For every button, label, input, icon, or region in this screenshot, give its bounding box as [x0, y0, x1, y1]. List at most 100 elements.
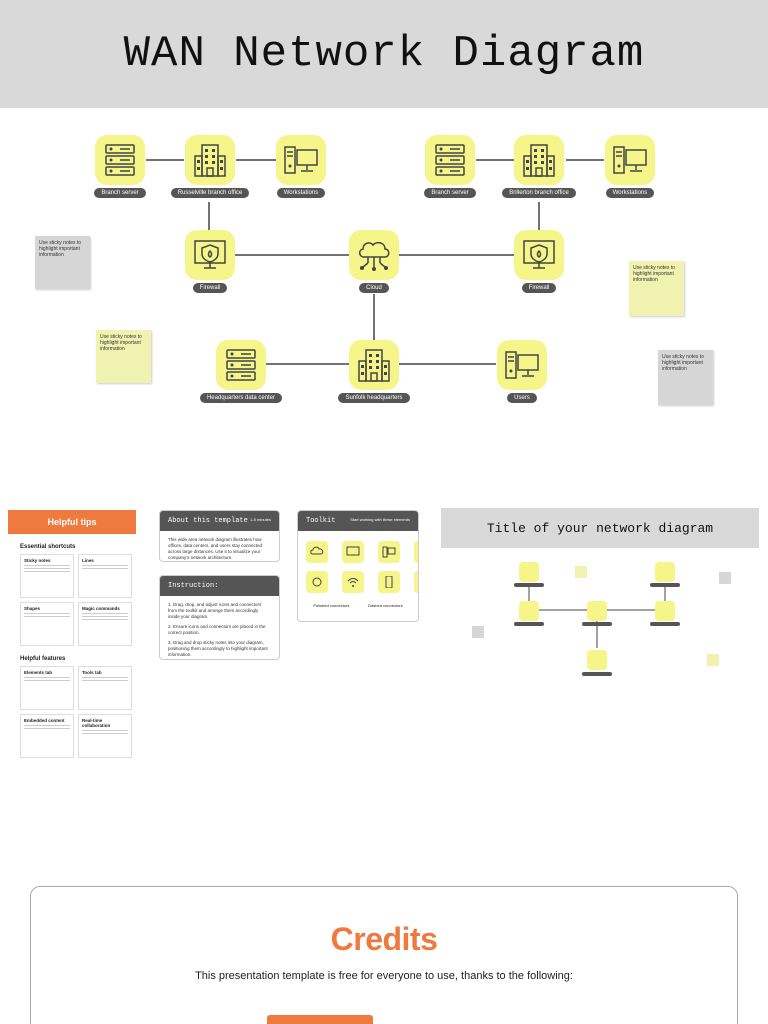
mini-node-label [514, 583, 544, 587]
node-label: Firewall [521, 283, 557, 293]
node-firewall-left[interactable]: Firewall [165, 230, 255, 293]
node-hq-data-center[interactable]: Headquarters data center [196, 340, 286, 403]
features-grid: Elements tab Tools tab Embedded content … [8, 666, 136, 758]
node-branch-server-right[interactable]: Branch server [405, 135, 495, 198]
node-firewall-right[interactable]: Firewall [494, 230, 584, 293]
mini-firewall-node [655, 601, 675, 621]
node-workstations-right[interactable]: Workstations [585, 135, 675, 198]
credits-title: Credits [330, 921, 438, 957]
features-heading: Helpful features [20, 656, 66, 662]
connector-label: Polished connectors [313, 603, 350, 608]
wifi-icon[interactable] [342, 571, 364, 593]
tip-card-title: Sticky notes [24, 558, 51, 563]
wan-diagram: Branch server Russelville branch office … [0, 108, 768, 488]
mini-firewall-node [519, 601, 539, 621]
mini-title: Title of your network diagram [441, 508, 759, 548]
toolkit-header: Toolkit Start working with these element… [298, 511, 418, 531]
toolkit-icons [298, 531, 418, 603]
credits-panel: Credits This presentation template is fr… [30, 886, 738, 1024]
node-label: Workstations [605, 188, 655, 198]
instruction-title: Instruction: [168, 582, 219, 590]
mini-node-label [514, 622, 544, 626]
node-label: Firewall [192, 283, 228, 293]
server-rack-icon [216, 340, 266, 390]
sticky-note[interactable]: Use sticky notes to highlight important … [96, 330, 151, 383]
workstation-icon [276, 135, 326, 185]
node-users[interactable]: Users [477, 340, 567, 403]
tip-card: Magic commands [78, 602, 132, 646]
cloud-icon[interactable] [306, 541, 328, 563]
sticky-note[interactable]: Use sticky notes to highlight important … [658, 350, 713, 405]
server-rack-icon[interactable] [414, 541, 418, 563]
router-icon[interactable] [306, 571, 328, 593]
office-building-icon [514, 135, 564, 185]
feature-card: Tools tab [78, 666, 132, 710]
node-branch-server-left[interactable]: Branch server [75, 135, 165, 198]
tip-card: Sticky notes [20, 554, 74, 598]
feature-card-title: Embedded content [24, 718, 65, 723]
connector-label: Dashed connectors [368, 603, 403, 608]
office-building-icon [185, 135, 235, 185]
mini-node-label [582, 672, 612, 676]
sticky-note[interactable]: Use sticky notes to highlight important … [629, 261, 684, 316]
feature-card: Real-time collaboration [78, 714, 132, 758]
cloud-network-icon [349, 230, 399, 280]
helpful-tips-title: Helpful tips [8, 510, 136, 534]
connector-lines [146, 159, 604, 365]
mini-node-label [650, 583, 680, 587]
node-label: Russelville branch office [170, 188, 250, 198]
firewall-icon[interactable] [342, 541, 364, 563]
mini-office-node [655, 562, 675, 582]
credits-button[interactable] [267, 1015, 373, 1024]
about-template-panel: About this template 1-5 minutes This wid… [159, 510, 280, 562]
node-label: Sunfolk headquarters [338, 393, 410, 403]
toolkit-footer: Polished connectors Dashed connectors [298, 603, 418, 608]
mini-node-label [582, 622, 612, 626]
server-rack-icon [95, 135, 145, 185]
page-title: WAN Network Diagram [123, 29, 645, 79]
mini-office-node [519, 562, 539, 582]
tip-card: Shapes [20, 602, 74, 646]
feature-card-title: Real-time collaboration [82, 718, 111, 728]
feature-card: Embedded content [20, 714, 74, 758]
node-label: Branch server [94, 188, 146, 198]
toolkit-title: Toolkit [306, 517, 336, 525]
firewall-icon [185, 230, 235, 280]
tip-card: Lines [78, 554, 132, 598]
mobile-icon[interactable] [378, 571, 400, 593]
tip-card-title: Magic commands [82, 606, 120, 611]
node-sunfolk-hq[interactable]: Sunfolk headquarters [329, 340, 419, 403]
feature-card-title: Elements tab [24, 670, 53, 675]
instruction-step: 3. Drag and drop sticky notes into your … [168, 640, 268, 657]
mini-cloud-node [587, 601, 607, 621]
mini-sticky-note [575, 566, 587, 578]
about-title: About this template [168, 517, 248, 525]
tip-card-title: Shapes [24, 606, 41, 611]
toolkit-hint: Start working with these elements [350, 517, 410, 522]
node-cloud[interactable]: Cloud [329, 230, 419, 293]
workstation-icon [497, 340, 547, 390]
server-rack-icon [425, 135, 475, 185]
feature-card: Elements tab [20, 666, 74, 710]
shortcuts-heading: Essential shortcuts [20, 544, 76, 550]
mini-hq-node [587, 650, 607, 670]
mini-node-label [650, 622, 680, 626]
printer-icon[interactable] [414, 571, 418, 593]
workstation-icon[interactable] [378, 541, 400, 563]
node-brillerton-office[interactable]: Brillerton branch office [494, 135, 584, 198]
instruction-step: 1. Drag, drop, and adjust icons and conn… [168, 602, 262, 619]
node-russelville-office[interactable]: Russelville branch office [165, 135, 255, 198]
node-label: Users [507, 393, 537, 403]
node-workstations-left[interactable]: Workstations [256, 135, 346, 198]
firewall-icon [514, 230, 564, 280]
mini-sticky-note [719, 572, 731, 584]
node-label: Cloud [359, 283, 389, 293]
mini-sticky-note [707, 654, 719, 666]
node-label: Brillerton branch office [502, 188, 576, 198]
tip-card-title: Lines [82, 558, 94, 563]
workstation-icon [605, 135, 655, 185]
sticky-note[interactable]: Use sticky notes to highlight important … [35, 236, 90, 289]
mini-sticky-note [472, 626, 484, 638]
mini-diagram-preview: Title of your network diagram [441, 508, 759, 688]
instruction-body: 1. Drag, drop, and adjust icons and conn… [160, 596, 279, 659]
